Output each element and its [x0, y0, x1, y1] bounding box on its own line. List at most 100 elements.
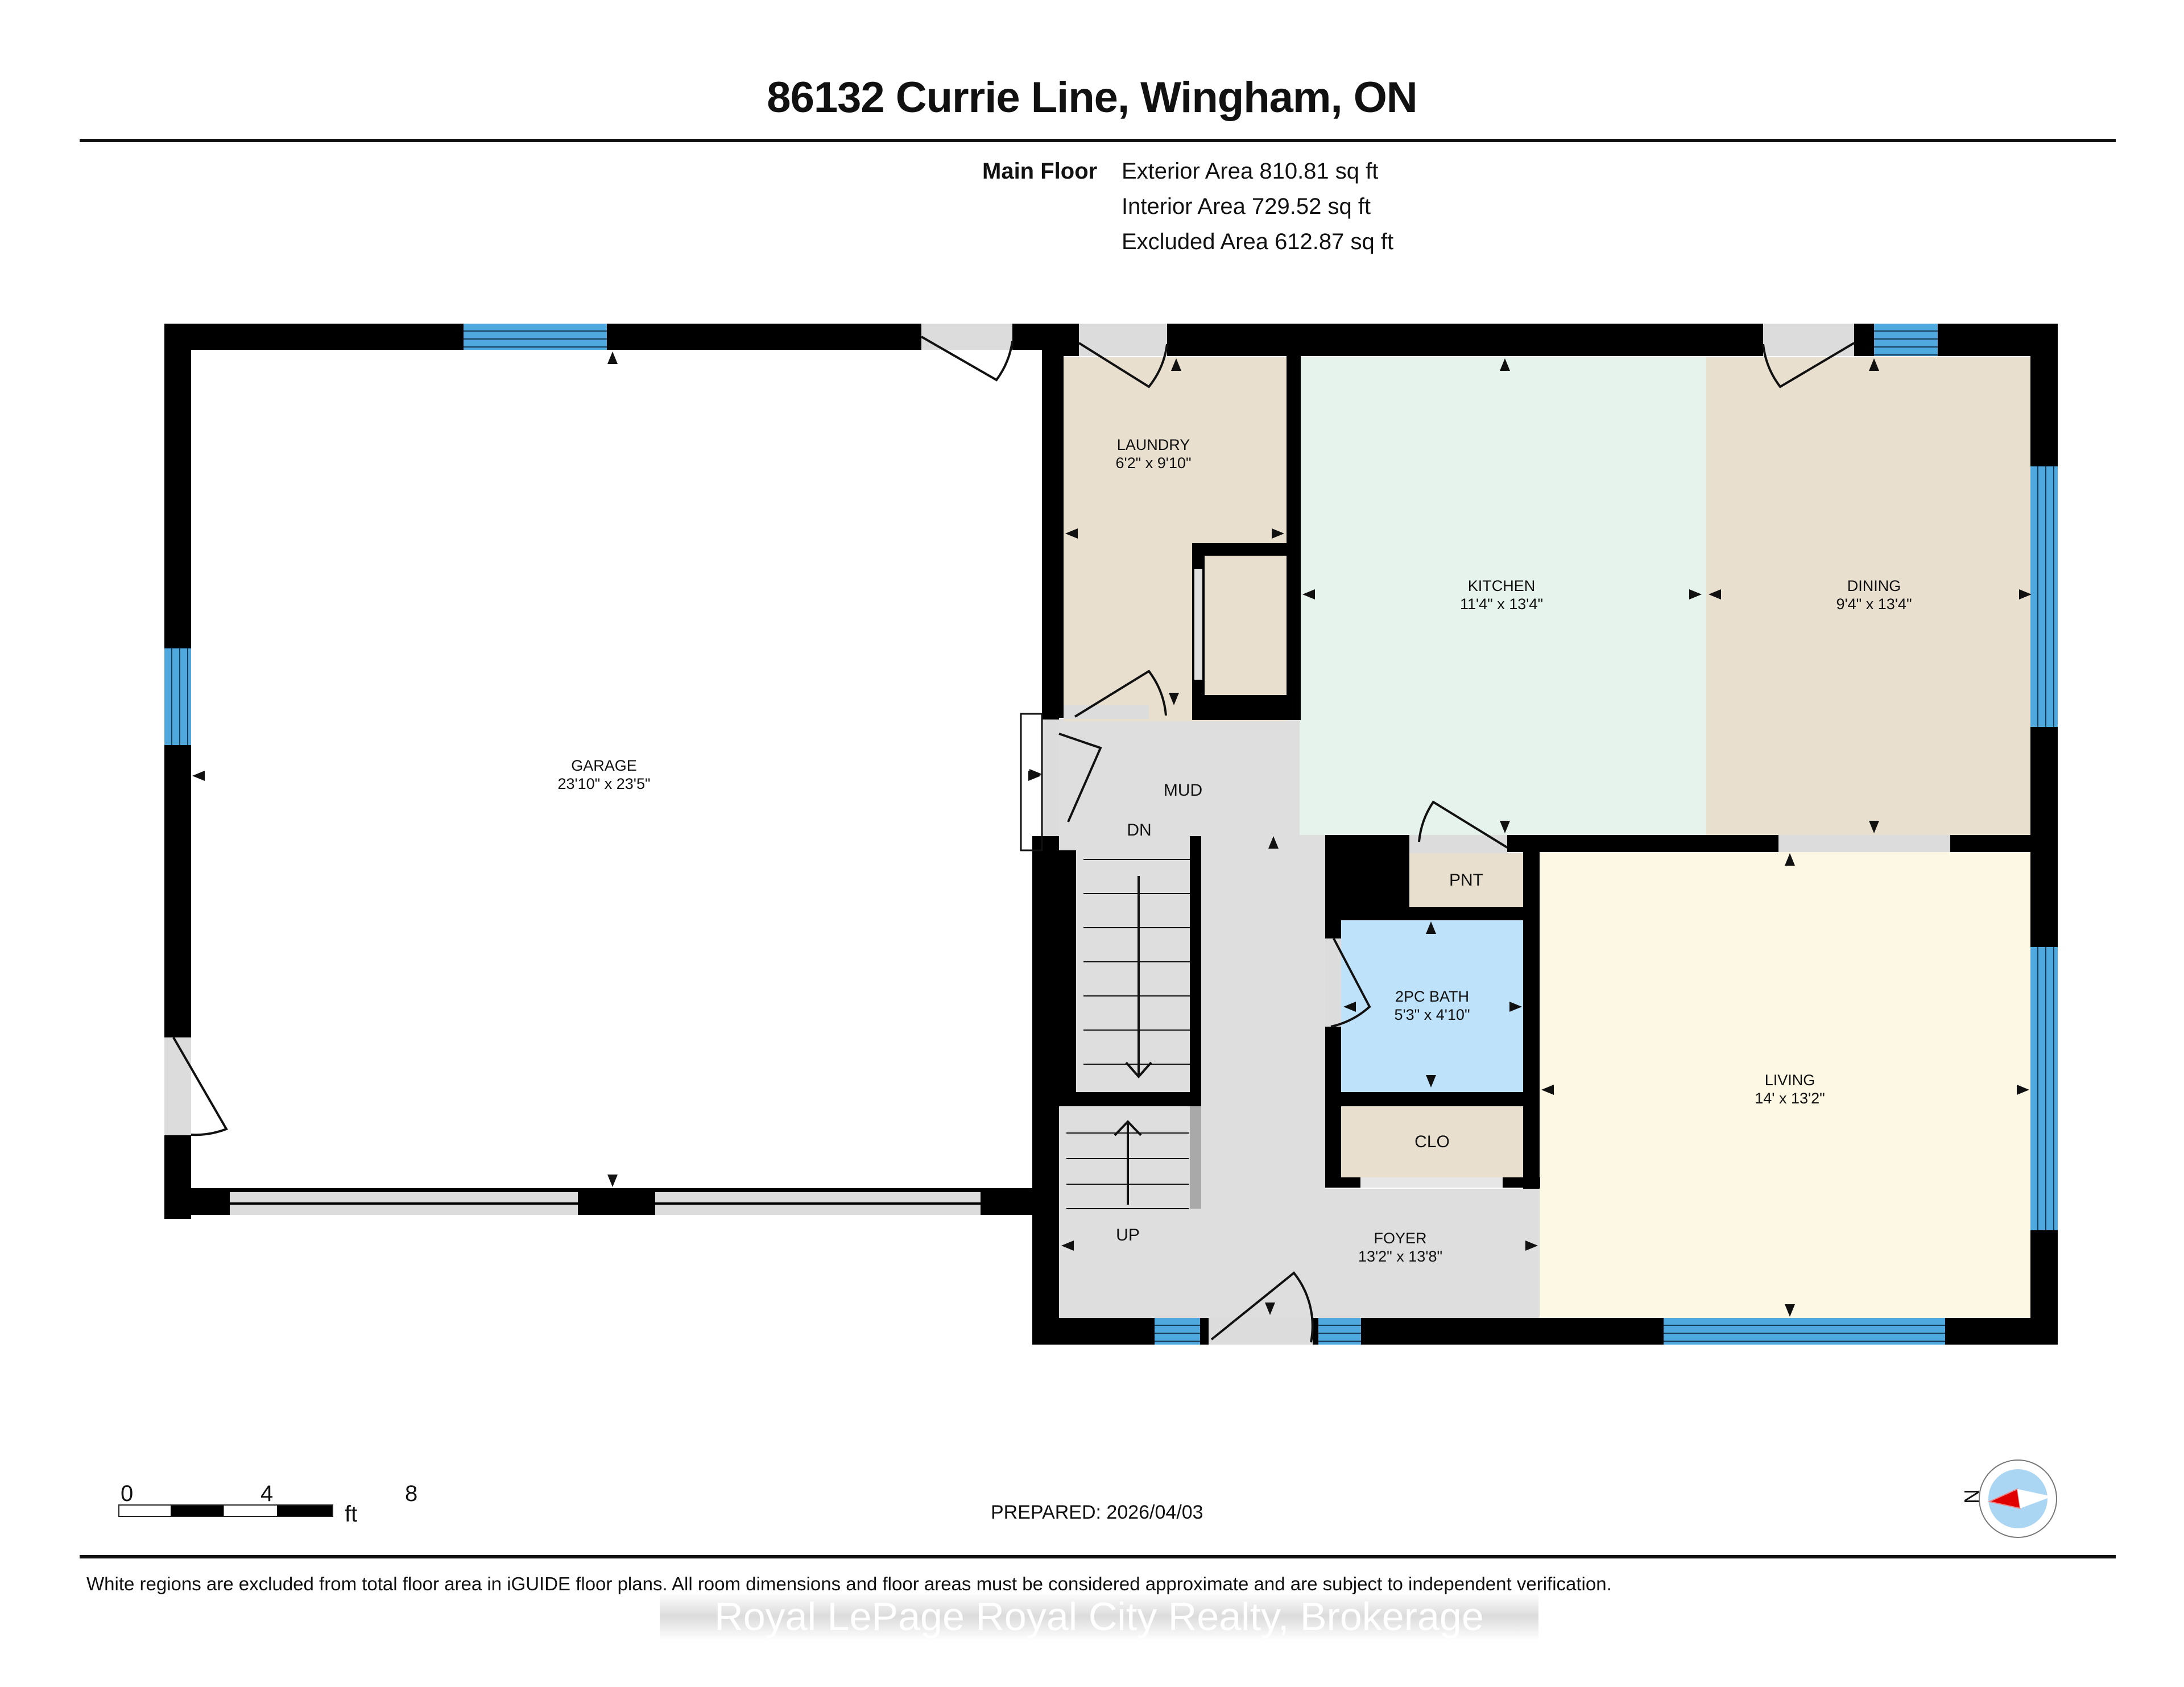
compass-icon: [1979, 1459, 2057, 1538]
living-wall-left: [1523, 835, 1540, 1189]
room-label-closet: CLO: [1414, 1132, 1450, 1151]
dimension-arrow-icon: [1302, 589, 1315, 599]
room-label-mud: MUD: [1163, 781, 1203, 800]
room-label-laundry: LAUNDRY 6'2" x 9'10": [1115, 436, 1192, 472]
dimension-arrow-icon: [1500, 821, 1510, 833]
interior-area: Interior Area 729.52 sq ft: [1122, 194, 1371, 219]
stair-landing-wall: [1059, 1092, 1201, 1106]
dimension-arrow-icon: [192, 771, 205, 781]
footer-divider: [80, 1555, 2116, 1558]
dimension-arrow-icon: [1689, 589, 1702, 599]
stairs-down-label: DN: [1127, 821, 1152, 840]
compass-north-label: N: [1960, 1489, 1983, 1504]
bath-closet-wall: [1341, 1092, 1523, 1106]
front-door-opening: [1209, 1318, 1313, 1345]
foyer-window-right: [1318, 1318, 1361, 1345]
disclaimer: White regions are excluded from total fl…: [86, 1573, 1612, 1594]
floor-label: Main Floor: [982, 159, 1098, 184]
dimension-arrow-icon: [1869, 358, 1879, 371]
scale-tick-8: 8: [405, 1481, 418, 1506]
dimension-arrow-icon: [1268, 836, 1279, 849]
prepared-date: PREPARED: 2026/04/03: [991, 1502, 1203, 1523]
dimension-arrow-icon: [1065, 528, 1078, 539]
dimension-arrow-icon: [1343, 1002, 1356, 1012]
dimension-arrow-icon: [1509, 1002, 1522, 1012]
room-label-garage: GARAGE 23'10" x 23'5": [557, 757, 651, 792]
garage-rear-door-opening: [921, 324, 1012, 350]
garage-area: [191, 350, 1042, 1188]
dining-window-right: [2030, 466, 2058, 727]
dimension-arrow-icon: [1426, 1075, 1436, 1088]
laundry-rear-door-opening: [1079, 324, 1167, 356]
garage-window-top: [464, 324, 607, 350]
dimension-arrow-icon: [1061, 1241, 1074, 1251]
stairs-down[interactable]: [1083, 859, 1190, 1092]
living-area: [1540, 852, 2030, 1326]
laundry-kitchen-wall: [1287, 356, 1301, 720]
dimension-arrow-icon: [607, 1175, 618, 1187]
scale-unit: ft: [345, 1502, 358, 1527]
dimension-arrow-icon: [1541, 1085, 1554, 1095]
living-window-right: [2030, 947, 2058, 1230]
dimension-arrow-icon: [1171, 358, 1181, 371]
pantry-area: [1409, 853, 1523, 907]
room-label-kitchen: KITCHEN 11'4" x 13'4": [1459, 577, 1544, 613]
dining-rear-door-opening: [1763, 324, 1854, 356]
brokerage-watermark: Royal LePage Royal City Realty, Brokerag…: [660, 1593, 1538, 1640]
dimension-arrow-icon: [1869, 821, 1879, 833]
room-label-pantry: PNT: [1449, 871, 1483, 890]
room-label-foyer: FOYER 13'2" x 13'8": [1358, 1230, 1443, 1265]
compass: N: [1956, 1445, 2070, 1547]
dimension-arrow-icon: [1272, 528, 1284, 539]
excluded-area: Excluded Area 612.87 sq ft: [1122, 229, 1394, 254]
stair-wall-right: [1190, 836, 1201, 1095]
foyer-window-left: [1155, 1318, 1200, 1345]
dining-window-top: [1874, 324, 1938, 356]
closet-area: [1341, 1106, 1523, 1177]
scale-bar-graphic: [118, 1504, 333, 1517]
scale-tick-4: 4: [260, 1481, 274, 1506]
dining-area: [1706, 357, 2035, 835]
stairs-up[interactable]: [1066, 1108, 1189, 1209]
pantry-bath-wall: [1341, 907, 1523, 920]
laundry-closet-wall-top: [1192, 543, 1289, 556]
dimension-arrow-icon: [1029, 769, 1042, 779]
room-label-living: LIVING 14' x 13'2": [1755, 1072, 1825, 1107]
dimension-arrow-icon: [2017, 1085, 2029, 1095]
garage-side-door-opening: [164, 1037, 191, 1135]
laundry-closet-opening: [1194, 569, 1202, 680]
dimension-arrow-icon: [1426, 921, 1436, 934]
dimension-arrow-icon: [1265, 1303, 1275, 1315]
bath-area: [1341, 920, 1523, 1092]
dimension-arrow-icon: [1785, 1304, 1795, 1317]
laundry-closet-wall-bottom: [1192, 695, 1300, 720]
pantry-door-opening: [1409, 835, 1507, 853]
closet-door-opening: [1360, 1177, 1503, 1188]
living-window-bottom: [1664, 1318, 1945, 1345]
room-label-bath: 2PC BATH 5'3" x 4'10": [1394, 988, 1470, 1023]
kitchen-area: [1300, 357, 1706, 835]
dimension-arrow-icon: [1785, 853, 1795, 866]
page-title: 86132 Currie Line, Wingham, ON: [767, 73, 1417, 122]
dining-living-opening: [1778, 835, 1950, 852]
dimension-arrow-icon: [1525, 1241, 1538, 1251]
bath-door-opening: [1325, 938, 1341, 1027]
stairs-up-label: UP: [1116, 1226, 1140, 1244]
garage-door-post: [578, 1188, 655, 1215]
mud-garage-door-opening: [1042, 720, 1059, 836]
mud-wall-left-upper: [1042, 356, 1064, 718]
dimension-arrow-icon: [1169, 693, 1179, 705]
dimension-arrow-icon: [607, 352, 618, 364]
dimension-arrow-icon: [1500, 358, 1510, 371]
dimension-arrow-icon: [1709, 589, 1721, 599]
area-summary: Exterior Area 810.81 sq ft Interior Area…: [1122, 154, 1393, 259]
laundry-mud-opening: [1064, 705, 1149, 719]
stair-landing-gray: [1190, 1106, 1201, 1209]
header-divider: [80, 139, 2116, 142]
stair-wall-left: [1059, 850, 1076, 1095]
room-label-dining: DINING 9'4" x 13'4": [1836, 577, 1912, 613]
dimension-arrow-icon: [2019, 589, 2032, 599]
exterior-area: Exterior Area 810.81 sq ft: [1122, 159, 1379, 184]
garage-window-left: [164, 648, 191, 745]
